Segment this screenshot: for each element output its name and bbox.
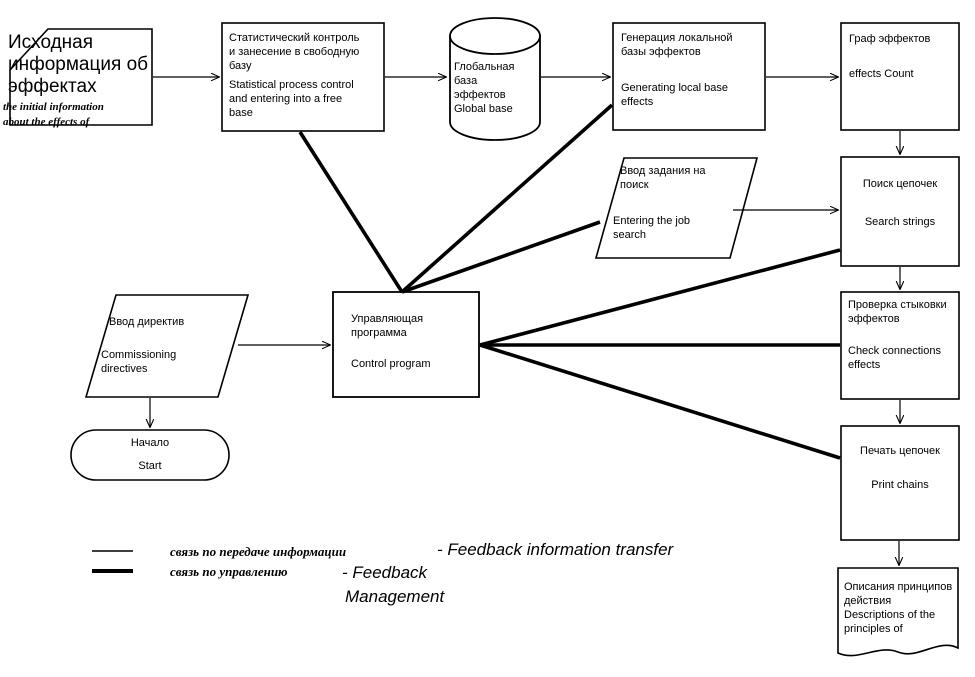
shape-global-base-top bbox=[449, 17, 541, 55]
node-initial-info-label-ru: Исходная информация об эффектах bbox=[8, 32, 149, 97]
shape-print-chains bbox=[840, 425, 960, 541]
shape-initial-info bbox=[9, 28, 153, 126]
node-job-search-input-label-en: Entering the job search bbox=[613, 215, 691, 241]
node-descriptions[interactable]: Описания принципов действия Descriptions… bbox=[838, 568, 962, 658]
node-job-search-input[interactable]: Ввод задания на поиск Entering the job s… bbox=[596, 158, 761, 258]
shape-search-strings bbox=[840, 156, 960, 267]
node-initial-info-label-en: the initial information about the effect… bbox=[3, 101, 104, 128]
node-global-base-label-ru: Глобальная база эффектов bbox=[454, 61, 515, 101]
node-check-connections-label-en: Check connections effects bbox=[848, 345, 941, 371]
link-jobsearch-to-controlprogram bbox=[401, 220, 601, 294]
node-search-strings-label-en: Search strings bbox=[864, 216, 936, 228]
shape-check-connections bbox=[840, 291, 960, 400]
node-statistical-control[interactable]: Статистический контроль и занесение в св… bbox=[222, 23, 384, 131]
node-start[interactable]: Начало Start bbox=[71, 430, 229, 480]
shape-descriptions-document bbox=[837, 567, 959, 657]
node-search-strings-label-ru: Поиск цепочек bbox=[862, 178, 938, 190]
node-initial-info[interactable]: Исходная информация об эффектах the init… bbox=[0, 28, 170, 133]
link-controlprogram-to-searchstrings bbox=[479, 248, 841, 347]
shape-generating-local-base bbox=[612, 22, 766, 131]
shape-global-base-body bbox=[449, 35, 541, 141]
shape-control-program bbox=[332, 291, 480, 398]
node-commissioning-directives-label-ru: Ввод директив bbox=[109, 316, 185, 328]
node-commissioning-directives[interactable]: Ввод директив Commissioning directives bbox=[86, 295, 251, 397]
node-check-connections-label-ru: Проверка стыковки эффектов bbox=[848, 299, 947, 325]
node-effects-graph-label-en: effects Count bbox=[849, 68, 914, 80]
node-descriptions-label-ru: Описания принципов действия bbox=[844, 581, 953, 607]
shape-statistical-control bbox=[221, 22, 385, 132]
node-check-connections[interactable]: Проверка стыковки эффектов Check connect… bbox=[841, 292, 959, 399]
node-statistical-control-label-ru: Статистический контроль и занесение в св… bbox=[229, 32, 360, 72]
shape-commissioning-directives bbox=[84, 294, 250, 398]
shape-job-search-input bbox=[594, 157, 759, 259]
link-controlprogram-to-printchains bbox=[479, 343, 841, 460]
link-generating-to-controlprogram bbox=[400, 103, 614, 294]
shape-effects-graph bbox=[840, 22, 960, 131]
node-job-search-input-label-ru: Ввод задания на поиск bbox=[620, 165, 706, 191]
node-search-strings[interactable]: Поиск цепочек Search strings bbox=[841, 157, 959, 266]
node-generating-local-base-label-en: Generating local base effects bbox=[621, 82, 729, 108]
node-effects-graph[interactable]: Граф эффектов effects Count bbox=[841, 23, 959, 130]
shape-start-terminator bbox=[70, 429, 230, 481]
node-global-base-label-en: Global base bbox=[454, 103, 513, 115]
node-control-program-label-en: Control program bbox=[351, 358, 431, 370]
node-effects-graph-label-ru: Граф эффектов bbox=[849, 33, 931, 45]
node-print-chains[interactable]: Печать цепочек Print chains bbox=[841, 426, 959, 540]
node-start-label-en: Start bbox=[138, 460, 162, 472]
node-control-program-label-ru: Управляющая программа bbox=[351, 313, 424, 339]
node-descriptions-label-en: Descriptions of the principles of bbox=[844, 609, 936, 635]
node-print-chains-label-ru: Печать цепочек bbox=[860, 445, 940, 457]
node-generating-local-base[interactable]: Генерация локальной базы эффектов Genera… bbox=[613, 23, 765, 130]
node-statistical-control-label-en: Statistical process control and entering… bbox=[229, 79, 354, 119]
node-start-label-ru: Начало bbox=[130, 437, 170, 449]
node-print-chains-label-en: Print chains bbox=[871, 479, 929, 491]
node-generating-local-base-label-ru: Генерация локальной базы эффектов bbox=[621, 32, 733, 58]
node-commissioning-directives-label-en: Commissioning directives bbox=[101, 349, 177, 375]
node-control-program[interactable]: Управляющая программа Control program bbox=[333, 292, 479, 397]
node-global-base[interactable]: Глобальная база эффектов Global base bbox=[450, 18, 542, 140]
link-statistical-to-controlprogram bbox=[298, 131, 404, 293]
